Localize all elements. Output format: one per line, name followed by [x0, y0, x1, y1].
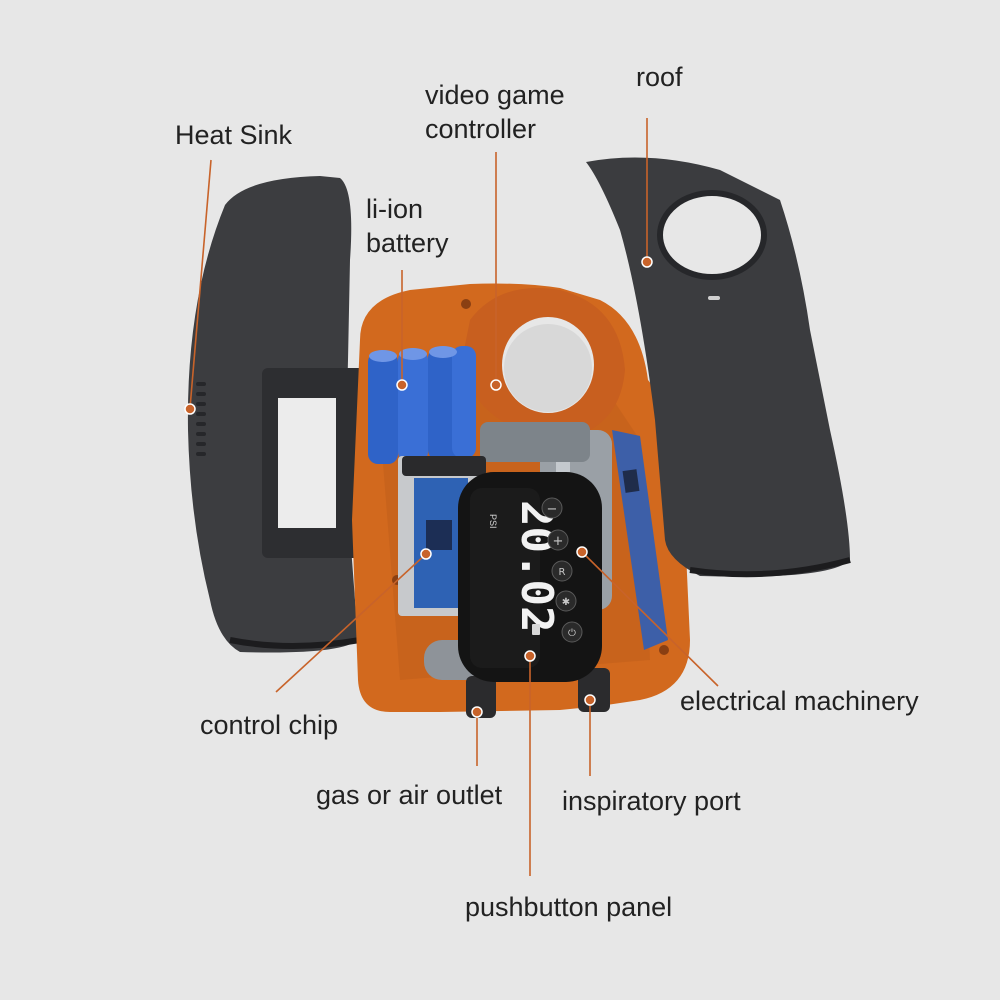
side-circuit-board: [612, 430, 668, 650]
dot-video-game-controller: [490, 379, 502, 391]
leader-dots: [184, 256, 653, 718]
dot-heat-sink: [184, 403, 196, 415]
battery-indicator-icon: [532, 624, 540, 635]
label-control-chip: control chip: [200, 710, 339, 740]
label-li-ion-battery: li-ion battery: [366, 194, 449, 258]
battery-cell: [452, 346, 476, 458]
mode-button[interactable]: R: [551, 560, 573, 582]
left-shell-window: [278, 398, 336, 528]
panel-screen-area: [470, 488, 540, 668]
orange-ring: [462, 288, 625, 440]
li-ion-batteries: [368, 346, 476, 464]
dot-roof: [641, 256, 653, 268]
minus-button[interactable]: −: [541, 497, 563, 519]
dot-electrical-machinery: [576, 546, 588, 558]
label-pushbutton-panel: pushbutton panel: [465, 892, 673, 922]
battery-top: [369, 350, 397, 362]
battery-top: [399, 348, 427, 360]
leader-control-chip: [275, 553, 427, 693]
power-button-label: ⏻: [568, 628, 576, 639]
screw-hole: [461, 299, 471, 309]
plus-button-label: +: [553, 534, 564, 549]
ring-hole-shade: [504, 324, 592, 412]
dot-gas-or-air-outlet: [471, 706, 483, 718]
leader-lines: [189, 118, 719, 876]
dot-control-chip: [420, 548, 432, 560]
label-gas-or-air-outlet: gas or air outlet: [316, 780, 503, 810]
leader-electrical-machinery: [581, 551, 719, 687]
board-connector: [402, 456, 486, 476]
motor-head: [480, 422, 590, 462]
left-shell: [187, 176, 372, 653]
dot-inspiratory-port: [584, 694, 596, 706]
display-unit: PSI: [488, 514, 498, 529]
leader-heat-sink: [189, 159, 212, 409]
power-button[interactable]: ⏻: [561, 621, 583, 643]
battery-cell: [428, 348, 458, 460]
light-button[interactable]: ✱: [555, 590, 577, 612]
label-video-game-controller: video game controller: [425, 80, 565, 144]
mode-button-label: R: [559, 567, 566, 578]
label-inspiratory-port: inspiratory port: [562, 786, 741, 816]
label-roof: roof: [636, 62, 683, 92]
roof-slot: [708, 296, 720, 300]
left-shell-edge: [229, 637, 361, 649]
light-button-label: ✱: [562, 597, 570, 608]
battery-cell: [368, 352, 398, 464]
heat-sink-vents: [196, 382, 206, 456]
pushbutton-panel: 20.02 PSI − + R ✱ ⏻: [458, 472, 602, 682]
board-chip: [426, 520, 452, 550]
screw-hole: [659, 645, 669, 655]
battery-cell: [398, 350, 428, 462]
dot-pushbutton-panel: [524, 650, 536, 662]
roof-handle-hole: [660, 193, 764, 277]
minus-button-label: −: [547, 502, 558, 517]
label-electrical-machinery: electrical machinery: [680, 686, 919, 716]
battery-top: [429, 346, 457, 358]
label-heat-sink: Heat Sink: [175, 120, 293, 150]
plus-button[interactable]: +: [547, 529, 569, 551]
side-board-chip: [622, 469, 640, 493]
dot-li-ion-battery: [396, 379, 408, 391]
right-shell-edge: [689, 557, 851, 578]
roof-handle-rim: [657, 190, 767, 280]
